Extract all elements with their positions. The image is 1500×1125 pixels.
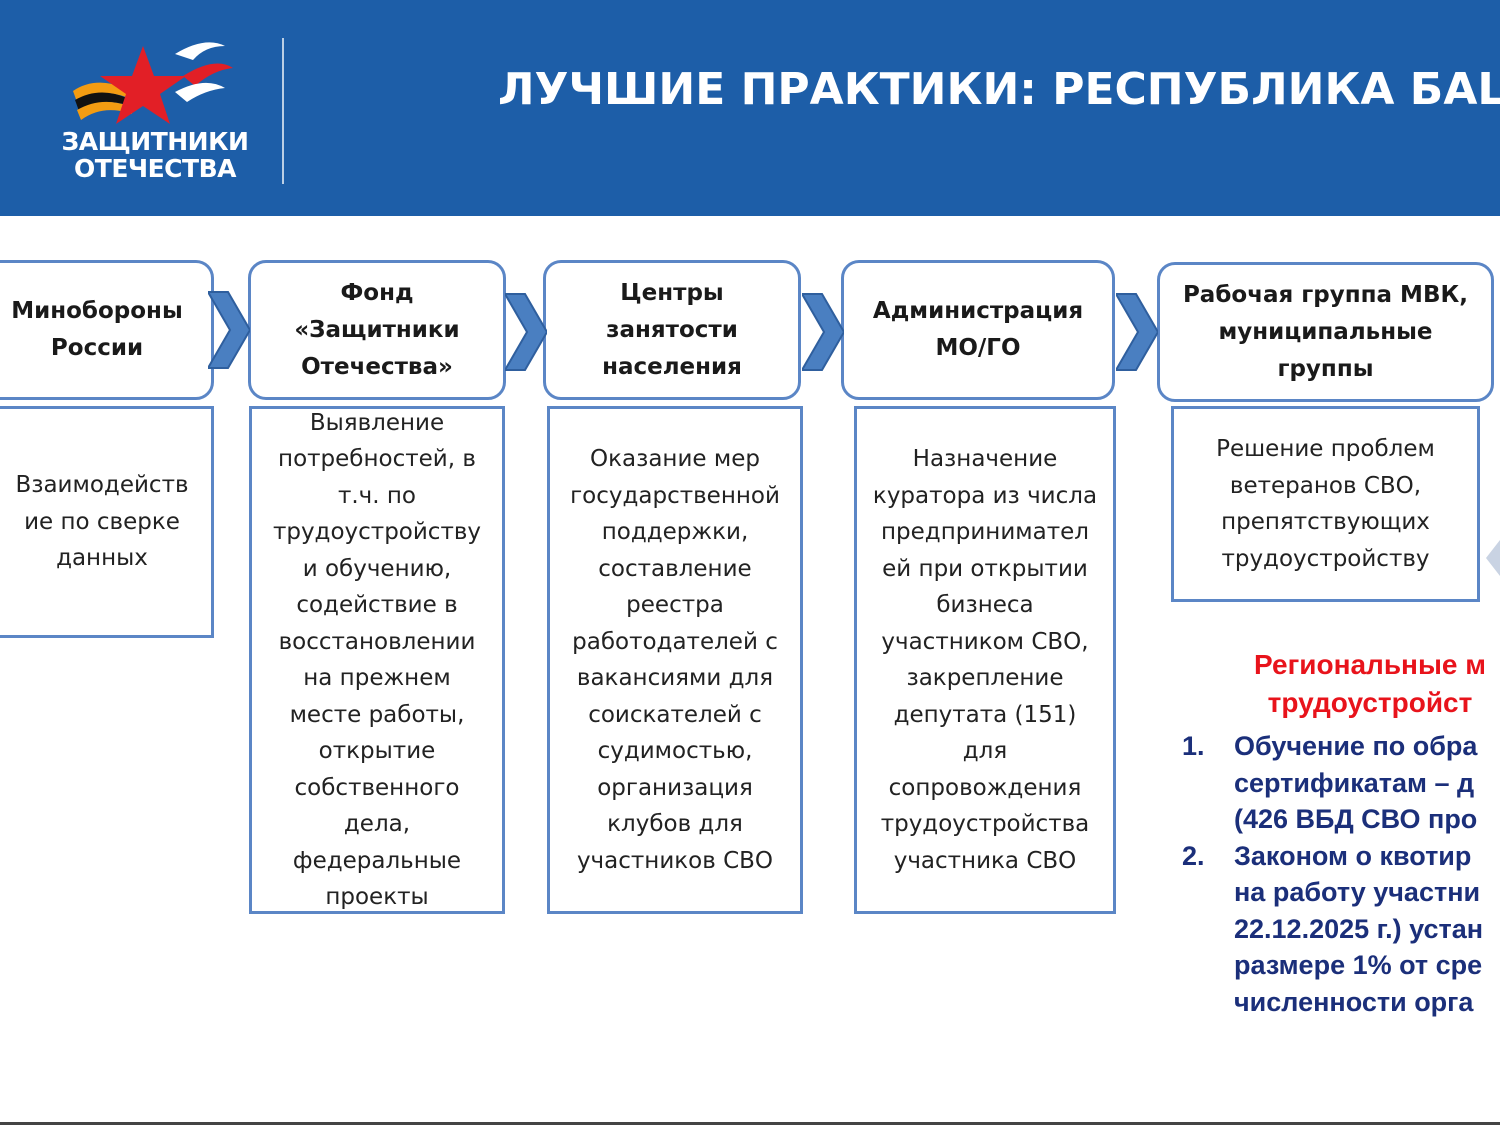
logo-line-1: ЗАЩИТНИКИ [61,127,249,156]
list-item: 2. Законом о квотир на работу участни 22… [1182,838,1500,1021]
logo-emblem-icon [73,42,233,124]
step-description-4: Назначение куратора из числа предпринима… [854,406,1116,914]
list-item-number: 2. [1182,840,1205,871]
regional-measures-title: Региональные м трудоустройст [1254,649,1486,718]
step-box-4: Администрация МО/ГО [841,260,1115,400]
chevron-right-icon [505,293,547,371]
logo: ЗАЩИТНИКИ ОТЕЧЕСТВА [55,36,270,196]
page-title: ЛУЧШИЕ ПРАКТИКИ: РЕСПУБЛИКА БАШК [498,64,1500,115]
step-box-1: Минобороны России [0,260,214,400]
step-description-2: Выявление потребностей, в т.ч. по трудоу… [249,406,505,914]
chevron-right-icon [208,291,250,369]
header-banner: ЗАЩИТНИКИ ОТЕЧЕСТВА ЛУЧШИЕ ПРАКТИКИ: РЕС… [0,0,1500,216]
list-item-number: 1. [1182,731,1205,761]
step-description-5: Решение проблем ветеранов СВО, препятств… [1171,406,1480,602]
step-description-3: Оказание мер государственной поддержки, … [547,406,803,914]
step-description-1: Взаимодейств ие по сверке данных [0,406,214,638]
list-item-text: Обучение по обра сертификатам – д (426 В… [1234,731,1478,834]
logo-text: ЗАЩИТНИКИ ОТЕЧЕСТВА [55,128,255,182]
chevron-right-icon [802,293,844,371]
step-box-3: Центры занятости населения [543,260,801,400]
header-divider [282,38,284,184]
regional-measures-list: 1. Обучение по обра сертификатам – д (42… [1182,728,1500,1020]
list-item: 1. Обучение по обра сертификатам – д (42… [1182,728,1500,838]
chevron-right-icon [1116,293,1158,371]
step-box-5: Рабочая группа МВК, муниципальные группы [1157,262,1494,402]
bottom-divider [0,1122,1500,1125]
list-item-text: Законом о квотир на работу участни 22.12… [1234,840,1484,1017]
logo-line-2: ОТЕЧЕСТВА [74,154,236,183]
step-box-2: Фонд «Защитники Отечества» [248,260,506,400]
arrow-left-icon [1486,540,1500,576]
